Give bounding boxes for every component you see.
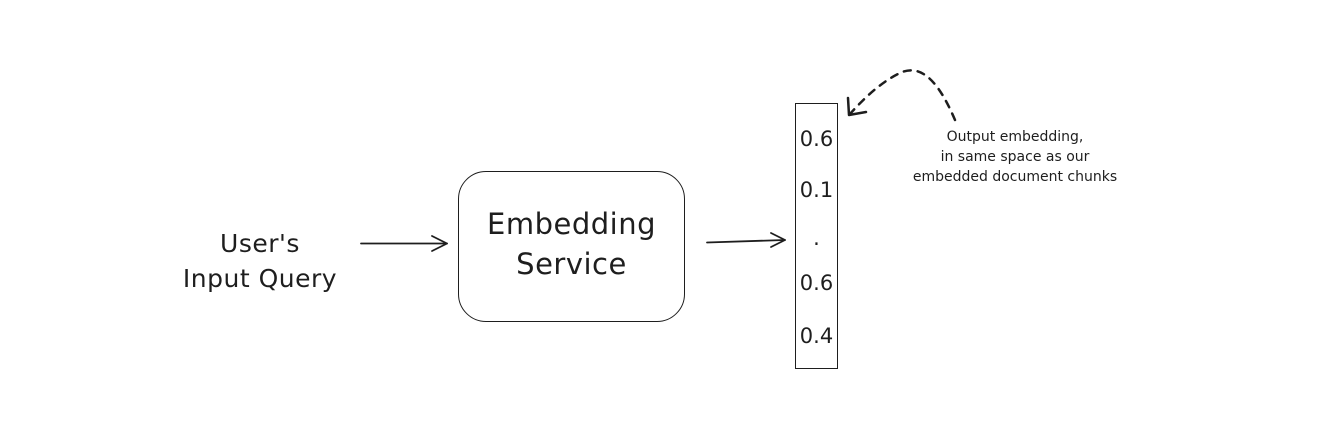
embedding-vector-box [795, 103, 838, 369]
annotation-pointer-arrow [846, 69, 957, 122]
embedding-service-box [458, 171, 685, 322]
input-label-line1: User's [220, 229, 300, 258]
input-label-line2: Input Query [182, 264, 338, 293]
service-label-line1: Embedding [487, 207, 656, 241]
vector-value-4: 0.4 [799, 324, 834, 348]
annotation-line1: Output embedding, [946, 129, 1084, 145]
arrow-service-to-vector [706, 232, 786, 248]
vector-value-3: 0.6 [799, 271, 834, 295]
service-label-line2: Service [516, 247, 627, 281]
arrow-query-to-service [360, 235, 448, 252]
annotation-line3: embedded document chunks [912, 169, 1118, 185]
vector-value-ellipsis: . [813, 226, 820, 250]
vector-value-1: 0.6 [799, 127, 834, 151]
vector-value-2: 0.1 [799, 178, 834, 202]
annotation-line2: in same space as our [940, 149, 1090, 165]
output-embedding-annotation: Output embedding, in same space as our e… [880, 127, 1150, 187]
embedding-service-label: Embedding Service [458, 204, 685, 284]
input-query-label: User's Input Query [160, 226, 360, 296]
